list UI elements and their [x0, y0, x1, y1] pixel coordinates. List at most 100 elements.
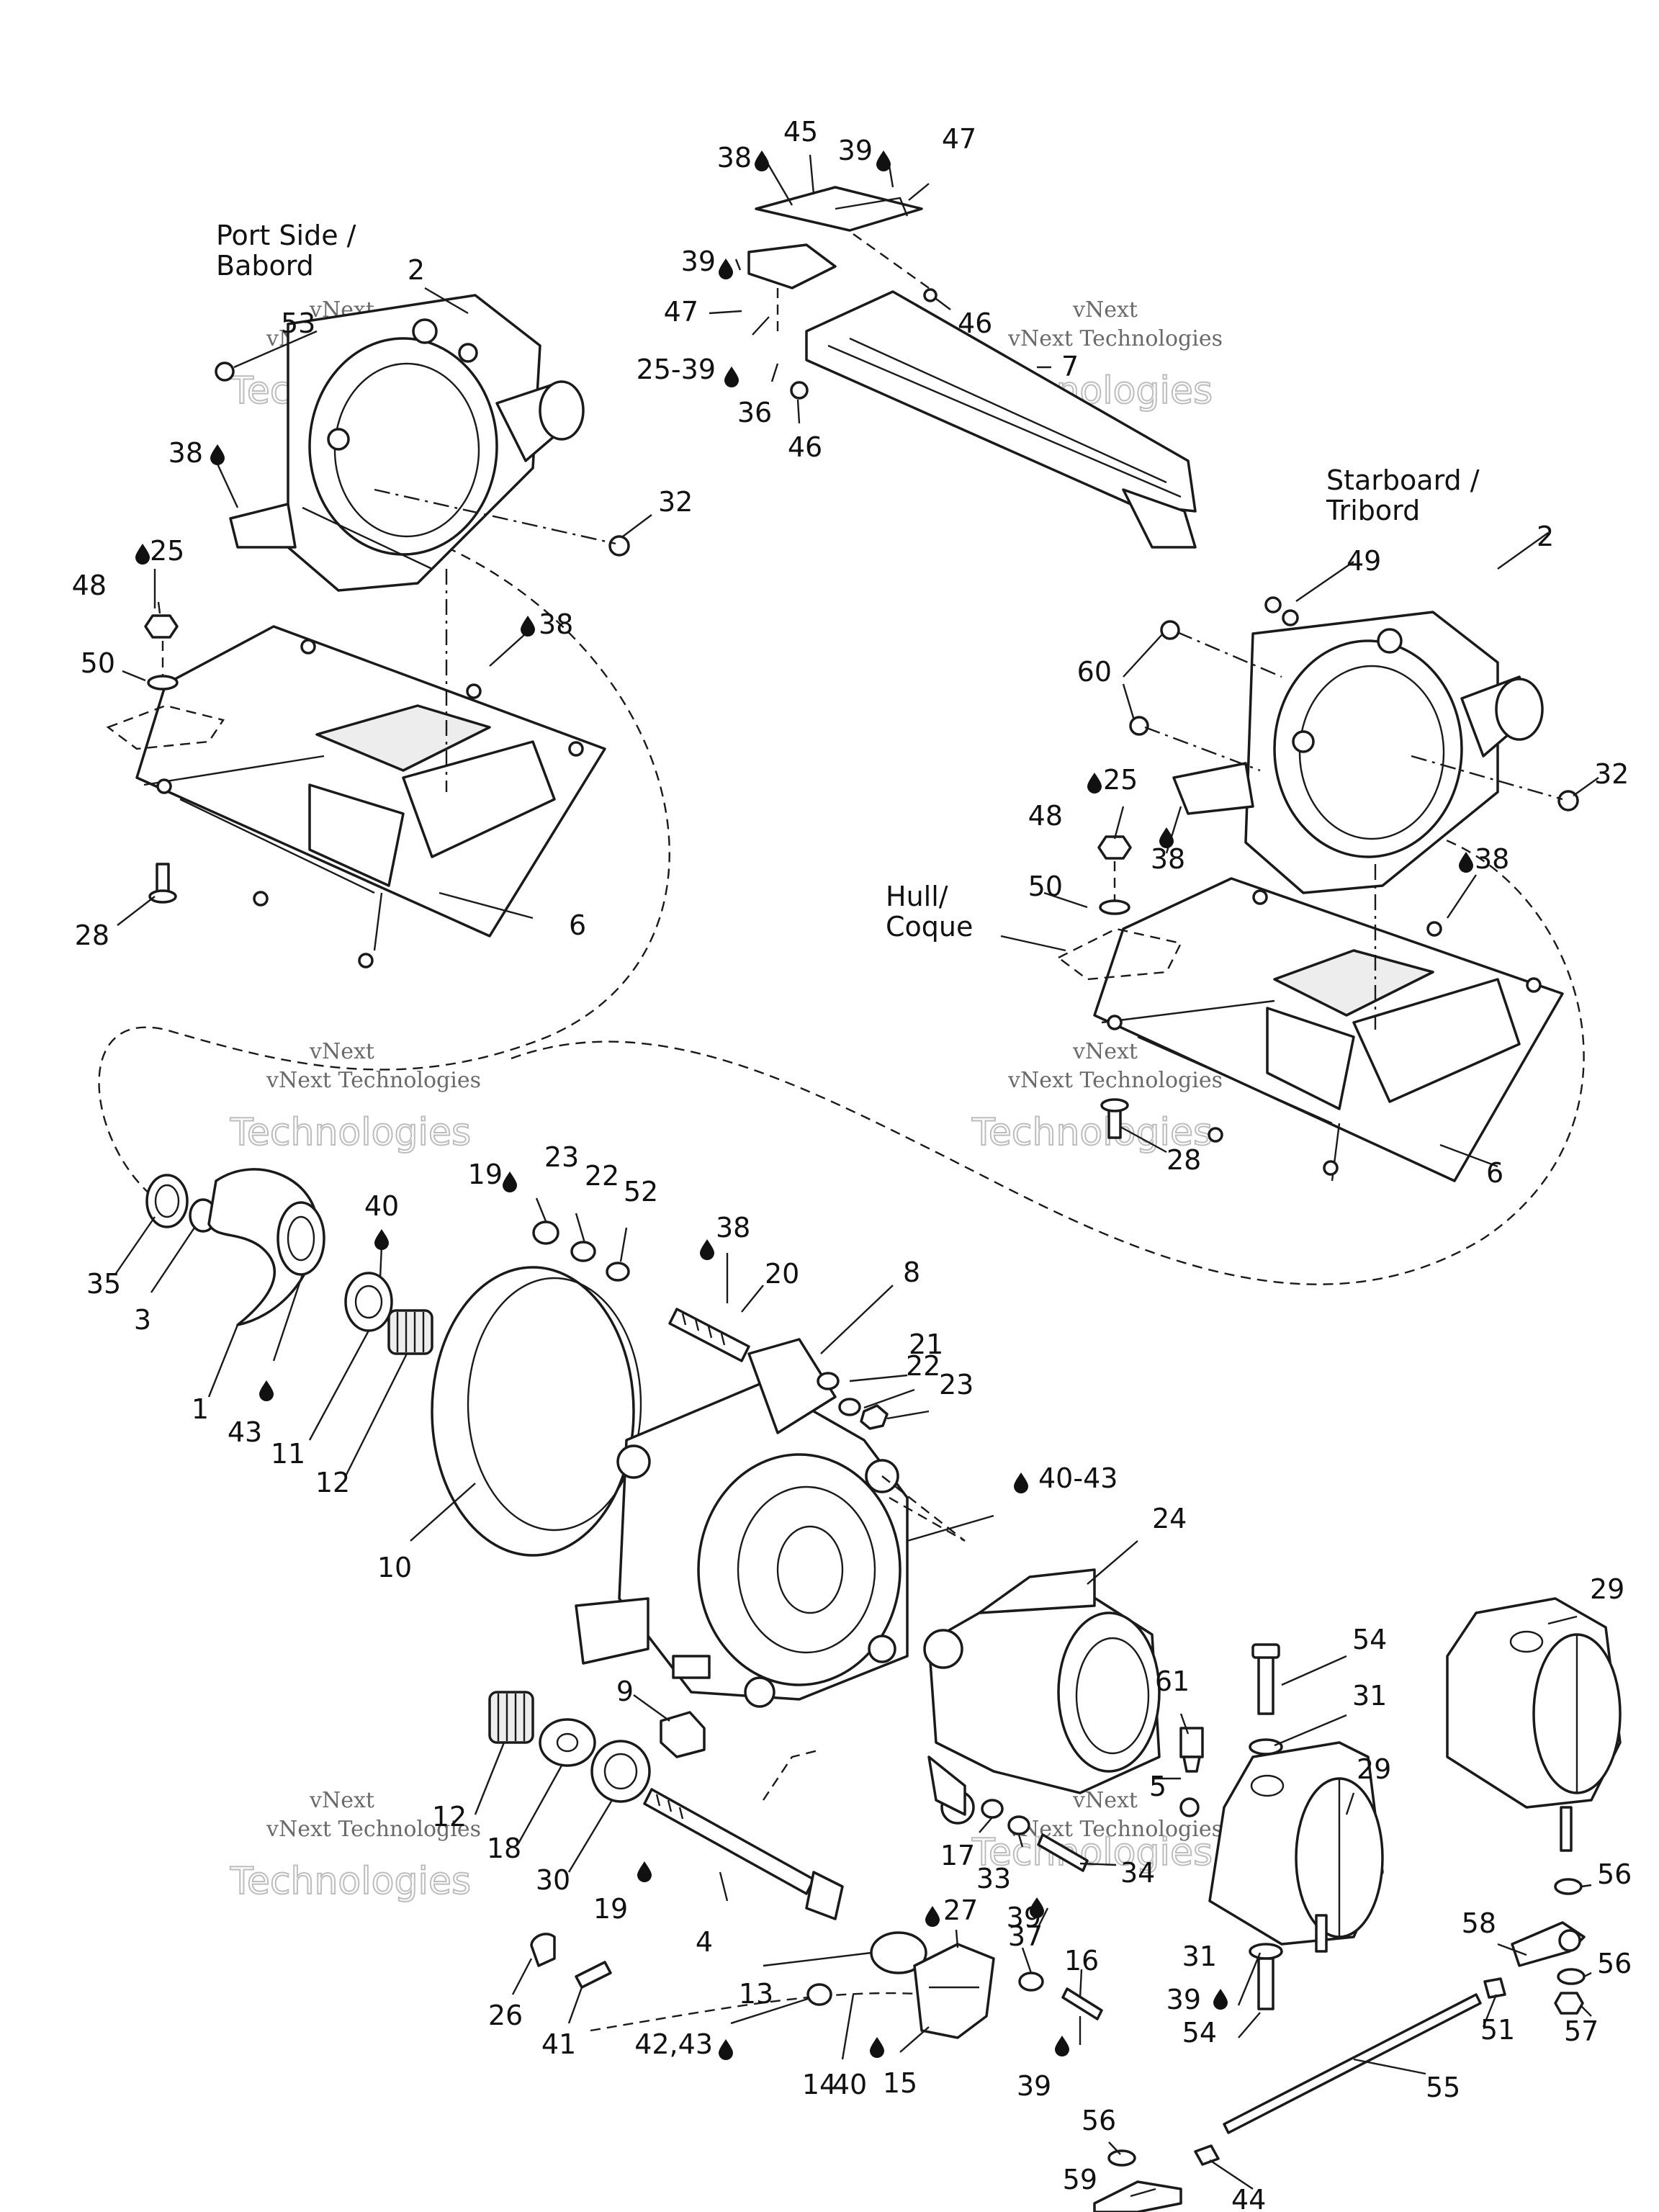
svg-text:vNext: vNext: [309, 1788, 374, 1813]
svg-text:Port Side /: Port Side /: [216, 220, 356, 251]
caption-starboard-side: Starboard / Tribord: [1326, 464, 1480, 526]
label-42-43: 42,43: [634, 2028, 713, 2060]
label-49: 49: [1346, 545, 1381, 577]
label-46b: 46: [788, 431, 822, 463]
screw-28-port: [156, 863, 170, 894]
grommet-32-port: [608, 535, 630, 557]
label-28-port: 28: [75, 920, 109, 951]
label-10: 10: [377, 1552, 412, 1583]
label-5: 5: [1149, 1771, 1166, 1802]
fitting-61: [1179, 1727, 1204, 1758]
label-45: 45: [783, 116, 818, 148]
label-17: 17: [940, 1840, 975, 1871]
label-12-lower: 12: [432, 1801, 467, 1833]
label-9: 9: [616, 1676, 634, 1707]
label-11: 11: [271, 1438, 305, 1470]
stud-20: [668, 1308, 750, 1362]
label-22a: 22: [585, 1160, 619, 1192]
watermark-mid-left: vNext vNext Technologies Technologies: [229, 1039, 481, 1155]
label-59: 59: [1063, 2164, 1097, 2195]
label-50-starboard: 50: [1028, 871, 1063, 902]
washer-17: [981, 1799, 1004, 1819]
label-29-center: 29: [1357, 1753, 1391, 1785]
label-13: 13: [739, 1978, 773, 2010]
label-20: 20: [765, 1258, 799, 1290]
label-61: 61: [1155, 1665, 1190, 1697]
hose-path-starboard: [511, 834, 1585, 1285]
svg-text:Tribord: Tribord: [1326, 495, 1420, 526]
svg-text:vNext Technologies: vNext Technologies: [1007, 1068, 1223, 1093]
hose-path-bottom: [590, 1992, 930, 2032]
label-56-right: 56: [1597, 1948, 1632, 1979]
label-12-top: 12: [315, 1467, 350, 1498]
part-labels: 45 38 39 47 39 47 46 25-39 36 46 7 2 53 …: [72, 116, 1632, 2212]
label-32-starboard: 32: [1594, 758, 1629, 790]
label-21: 21: [909, 1328, 943, 1360]
impeller-shaft-4: [643, 1788, 815, 1895]
steering-nozzle-29-center: [1208, 1643, 1384, 2010]
label-30: 30: [536, 1864, 570, 1896]
washer-53: [215, 361, 235, 382]
label-40b: 40: [832, 2069, 867, 2100]
nut-48-port: [144, 614, 179, 639]
bolt-34: [1037, 1833, 1089, 1872]
nozzle-cap-group: [530, 1933, 1103, 2039]
port-intake-cover: [135, 569, 606, 968]
label-38a: 38: [717, 142, 752, 174]
label-57: 57: [1564, 2015, 1599, 2047]
plug-26: [530, 1933, 556, 1967]
label-40-43: 40-43: [1038, 1462, 1118, 1494]
washer-56-lower: [1107, 2149, 1136, 2167]
svg-text:Technologies: Technologies: [230, 1111, 471, 1154]
label-19a: 19: [468, 1159, 503, 1190]
label-39e: 39: [1017, 2070, 1051, 2102]
bearing-12-top: [387, 1309, 433, 1355]
watermark-mid-right: vNext vNext Technologies Technologies: [971, 1039, 1223, 1155]
label-6-port: 6: [569, 909, 586, 941]
svg-text:Babord: Babord: [216, 250, 314, 282]
svg-text:Technologies: Technologies: [230, 1860, 471, 1903]
label-39b: 39: [681, 246, 716, 277]
label-48-starboard: 48: [1028, 800, 1063, 832]
label-23b: 23: [939, 1369, 974, 1401]
label-23a: 23: [544, 1141, 579, 1173]
label-50-port: 50: [81, 647, 115, 679]
washer-49b: [1282, 609, 1299, 626]
seal-11: [344, 1272, 393, 1332]
label-36: 36: [737, 397, 772, 428]
washer-60a: [1160, 620, 1180, 640]
impeller-group: [145, 1168, 642, 1557]
label-24: 24: [1152, 1503, 1187, 1534]
label-51: 51: [1480, 2014, 1515, 2046]
tie-rod-55: [1223, 1993, 1482, 2134]
steering-nozzle-29-right: [1446, 1597, 1622, 1852]
label-56-lower: 56: [1082, 2105, 1116, 2136]
plug-14: [806, 1983, 832, 2006]
grommet-32-starboard: [1557, 790, 1579, 811]
watermark-top-right: vNext vNext Technologies Technologies: [971, 297, 1223, 413]
label-25-39: 25-39: [637, 354, 716, 385]
label-28-starboard: 28: [1166, 1144, 1201, 1176]
label-38c: 38: [539, 608, 573, 640]
caption-hull: Hull/ Coque: [886, 881, 973, 943]
label-7: 7: [1061, 351, 1079, 382]
label-31-top: 31: [1352, 1680, 1387, 1712]
nut-46-lower: [790, 381, 809, 400]
venturi: [923, 1568, 1161, 1825]
label-52: 52: [624, 1176, 658, 1208]
boot-35: [145, 1174, 189, 1228]
svg-text:vNext Technologies: vNext Technologies: [266, 1068, 481, 1093]
label-54-bottom: 54: [1182, 2017, 1217, 2049]
nut-46-top: [923, 288, 938, 302]
label-60: 60: [1077, 656, 1112, 688]
starboard-intake-housing: [1129, 596, 1579, 894]
label-38e: 38: [1475, 843, 1509, 875]
screw-16: [1061, 1987, 1103, 2020]
washer-22-side: [838, 1398, 861, 1416]
washer-56-right: [1557, 1968, 1586, 1985]
washer-21: [817, 1372, 840, 1390]
ball-joint-59: [1093, 2180, 1182, 2212]
label-18: 18: [487, 1833, 521, 1864]
port-intake-housing: [215, 294, 630, 592]
